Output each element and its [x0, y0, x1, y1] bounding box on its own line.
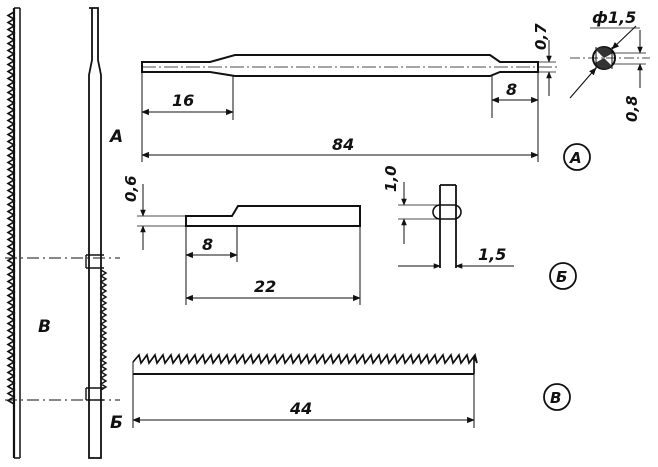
dim-a-08: 0,8 — [623, 95, 641, 122]
dim-b-8: 8 — [202, 235, 213, 254]
dim-b-22: 22 — [254, 277, 276, 296]
dim-b-10: 1,0 — [382, 165, 400, 192]
dim-b-15: 1,5 — [478, 245, 506, 264]
dim-a-84: 84 — [332, 135, 354, 154]
dim-a-07: 0,7 — [532, 23, 550, 50]
view-label-a: А — [569, 149, 582, 167]
dim-a-16: 16 — [172, 91, 194, 110]
dim-a-dia15: ф1,5 — [592, 8, 636, 27]
view-label-b: Б — [556, 268, 567, 286]
dim-b-06: 0,6 — [122, 175, 140, 202]
detail-b: 8 22 0,6 1,0 1,5 Б — [122, 165, 577, 305]
dim-v-44: 44 — [289, 399, 312, 418]
assembled-saw-view: В — [5, 7, 120, 459]
view-label-a-side: А — [108, 127, 123, 147]
detail-v: 44 В — [132, 353, 571, 428]
view-label-v-side: В — [38, 317, 51, 337]
detail-a: 16 8 84 0,7 ф1,5 0,8 А — [141, 8, 650, 171]
dim-a-8: 8 — [506, 80, 517, 99]
view-label-v: В — [550, 389, 561, 407]
holder-assembly-view: А Б — [85, 7, 123, 459]
view-label-b-side: Б — [110, 413, 123, 433]
